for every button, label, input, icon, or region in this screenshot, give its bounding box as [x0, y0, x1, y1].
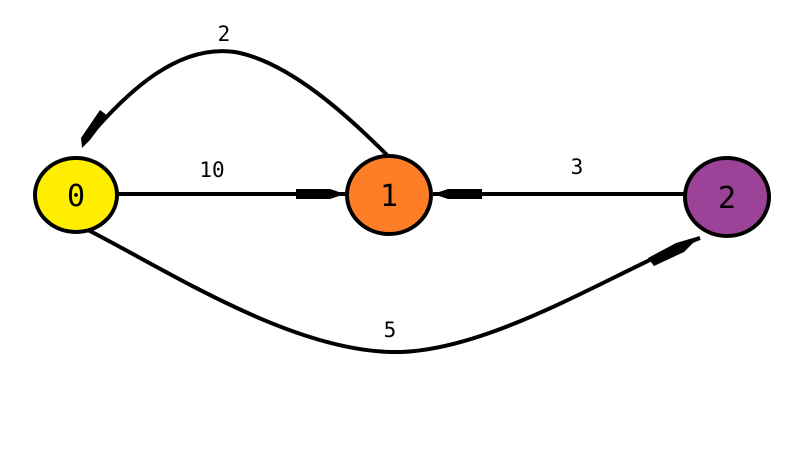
node-label-2: 2: [718, 181, 736, 216]
edge-0-to-2: 5: [87, 228, 701, 355]
edge-line-1-to-0: [84, 49, 389, 157]
node-0: 0: [33, 156, 119, 234]
node-2: 2: [683, 156, 771, 238]
edge-1-to-0: 2: [81, 22, 389, 157]
node-circle-0: [33, 156, 119, 234]
arrowhead-2-to-1: [433, 189, 482, 199]
node-1: 1: [345, 154, 433, 236]
edge-weight-2-to-1: 3: [571, 155, 584, 179]
edge-weight-1-to-0: 2: [218, 22, 231, 46]
edge-weight-0-to-1: 10: [199, 158, 224, 182]
node-label-0: 0: [67, 179, 85, 214]
arrowhead-0-to-2: [648, 236, 700, 266]
edge-weight-0-to-2: 5: [384, 318, 397, 342]
arrowhead-1-to-0: [81, 110, 108, 148]
node-circle-1: [345, 154, 433, 236]
edge-2-to-1: 3: [433, 155, 684, 199]
node-label-1: 1: [380, 179, 398, 214]
node-circle-2: [683, 156, 771, 238]
arrowhead-0-to-1: [296, 189, 345, 199]
edge-line-0-to-2: [87, 228, 701, 355]
edge-0-to-1: 10: [118, 158, 345, 199]
